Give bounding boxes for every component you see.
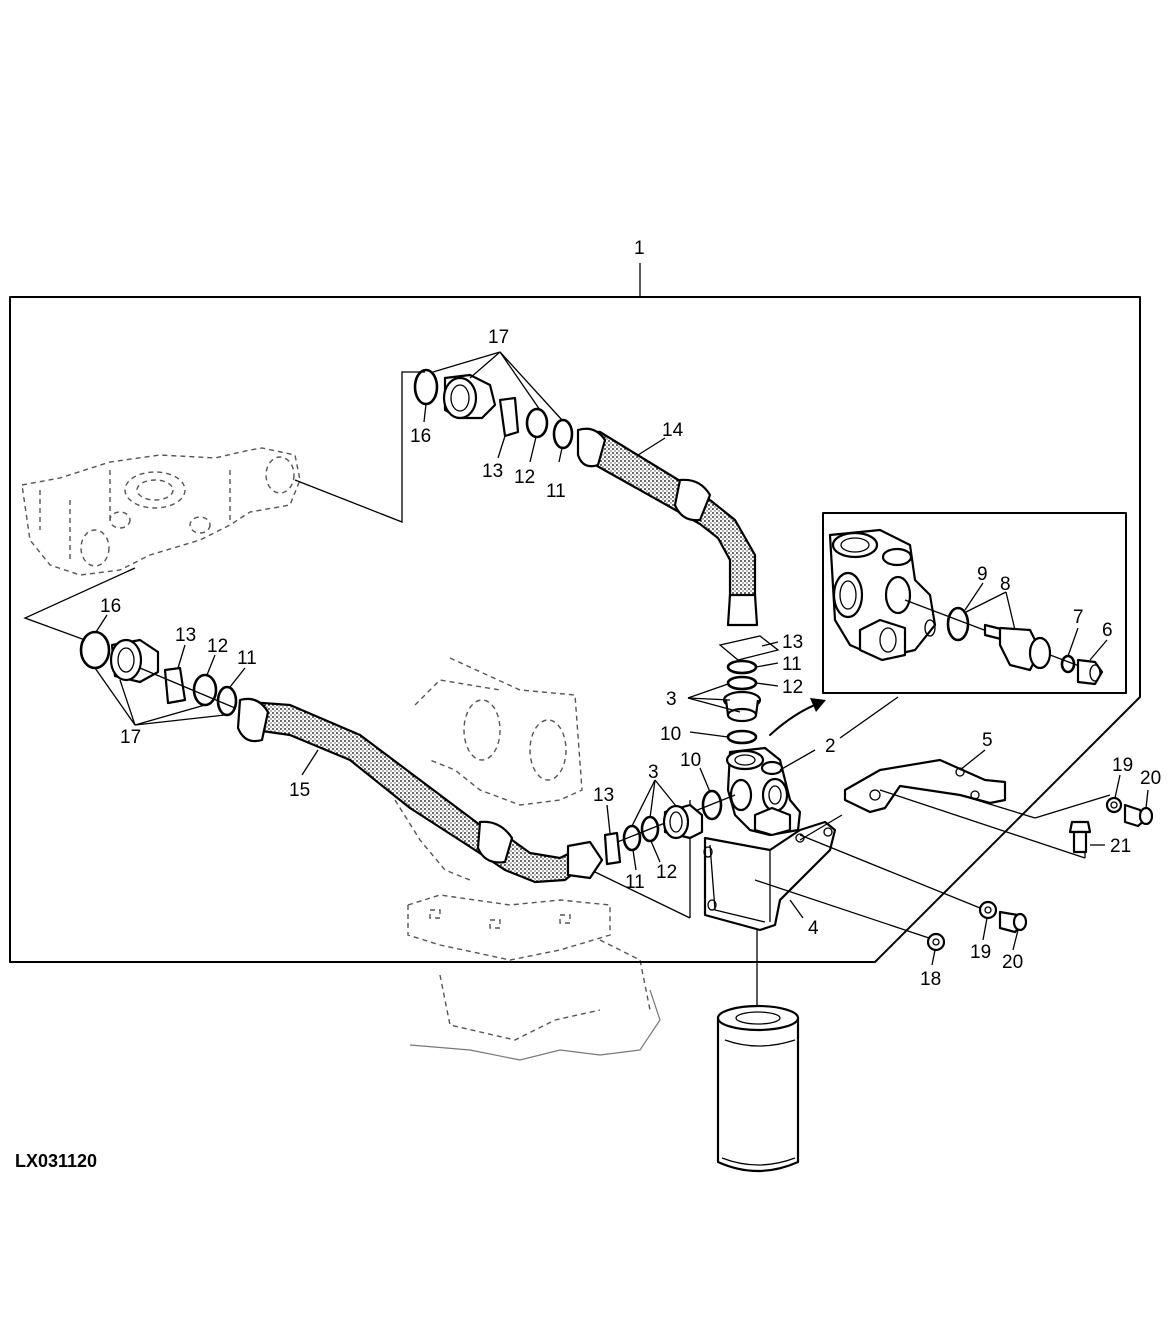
upper-hose-assembly: [294, 368, 759, 627]
lower-hose-assembly: [23, 567, 691, 919]
callout-1: 1: [634, 238, 645, 259]
bracket-5-and-fasteners: [754, 758, 1154, 952]
callout-19-upper: 19: [1112, 755, 1133, 776]
callout-15: 15: [289, 780, 310, 801]
callout-9: 9: [977, 564, 988, 585]
callout-10-stack: 10: [660, 724, 681, 745]
callout-labels: 1 17 16 13 12 11 14 16 13 12 11 17 15 13…: [100, 238, 1161, 990]
callout-11-upper: 11: [546, 481, 566, 502]
callout-13-upper: 13: [482, 461, 503, 482]
detail-inset: [822, 512, 1127, 694]
leader-lines: [94, 351, 1149, 966]
figure-id: LX031120: [15, 1151, 97, 1171]
callout-18: 18: [920, 969, 941, 990]
callout-16-lower: 16: [100, 596, 121, 617]
central-valve: [603, 635, 802, 866]
callout-3-stack: 3: [666, 689, 677, 710]
callout-19-lower: 19: [970, 942, 991, 963]
callout-17-lower: 17: [120, 727, 141, 748]
callout-17-upper: 17: [488, 327, 509, 348]
detail-arrowhead: [810, 698, 826, 712]
callout-20-upper: 20: [1140, 768, 1161, 789]
callout-12-side: 12: [656, 862, 677, 883]
ghost-valve-block: [21, 447, 301, 576]
callout-11-stack: 11: [782, 654, 802, 675]
callout-20-lower: 20: [1002, 952, 1023, 973]
bracket-and-filter: [703, 820, 837, 1173]
assembly-frame: [9, 263, 1141, 963]
callout-6: 6: [1102, 620, 1113, 641]
callout-5: 5: [982, 730, 993, 751]
callout-13-lower: 13: [175, 625, 196, 646]
callout-14: 14: [662, 420, 684, 441]
callout-11-side: 11: [625, 872, 645, 893]
callout-21: 21: [1110, 836, 1131, 857]
callout-7: 7: [1073, 607, 1084, 628]
callout-8: 8: [1000, 574, 1011, 595]
callout-4: 4: [808, 918, 819, 939]
callout-11-lower: 11: [237, 648, 257, 669]
callout-12-stack: 12: [782, 677, 803, 698]
callout-12-upper: 12: [514, 467, 535, 488]
callout-12-lower: 12: [207, 636, 228, 657]
callout-10-side: 10: [680, 750, 701, 771]
callout-13-side: 13: [593, 785, 614, 806]
callout-2: 2: [825, 736, 836, 757]
ghost-frame: [394, 657, 661, 1061]
callout-3-side: 3: [648, 762, 659, 783]
callout-13-stack: 13: [782, 632, 803, 653]
callout-16-upper: 16: [410, 426, 431, 447]
